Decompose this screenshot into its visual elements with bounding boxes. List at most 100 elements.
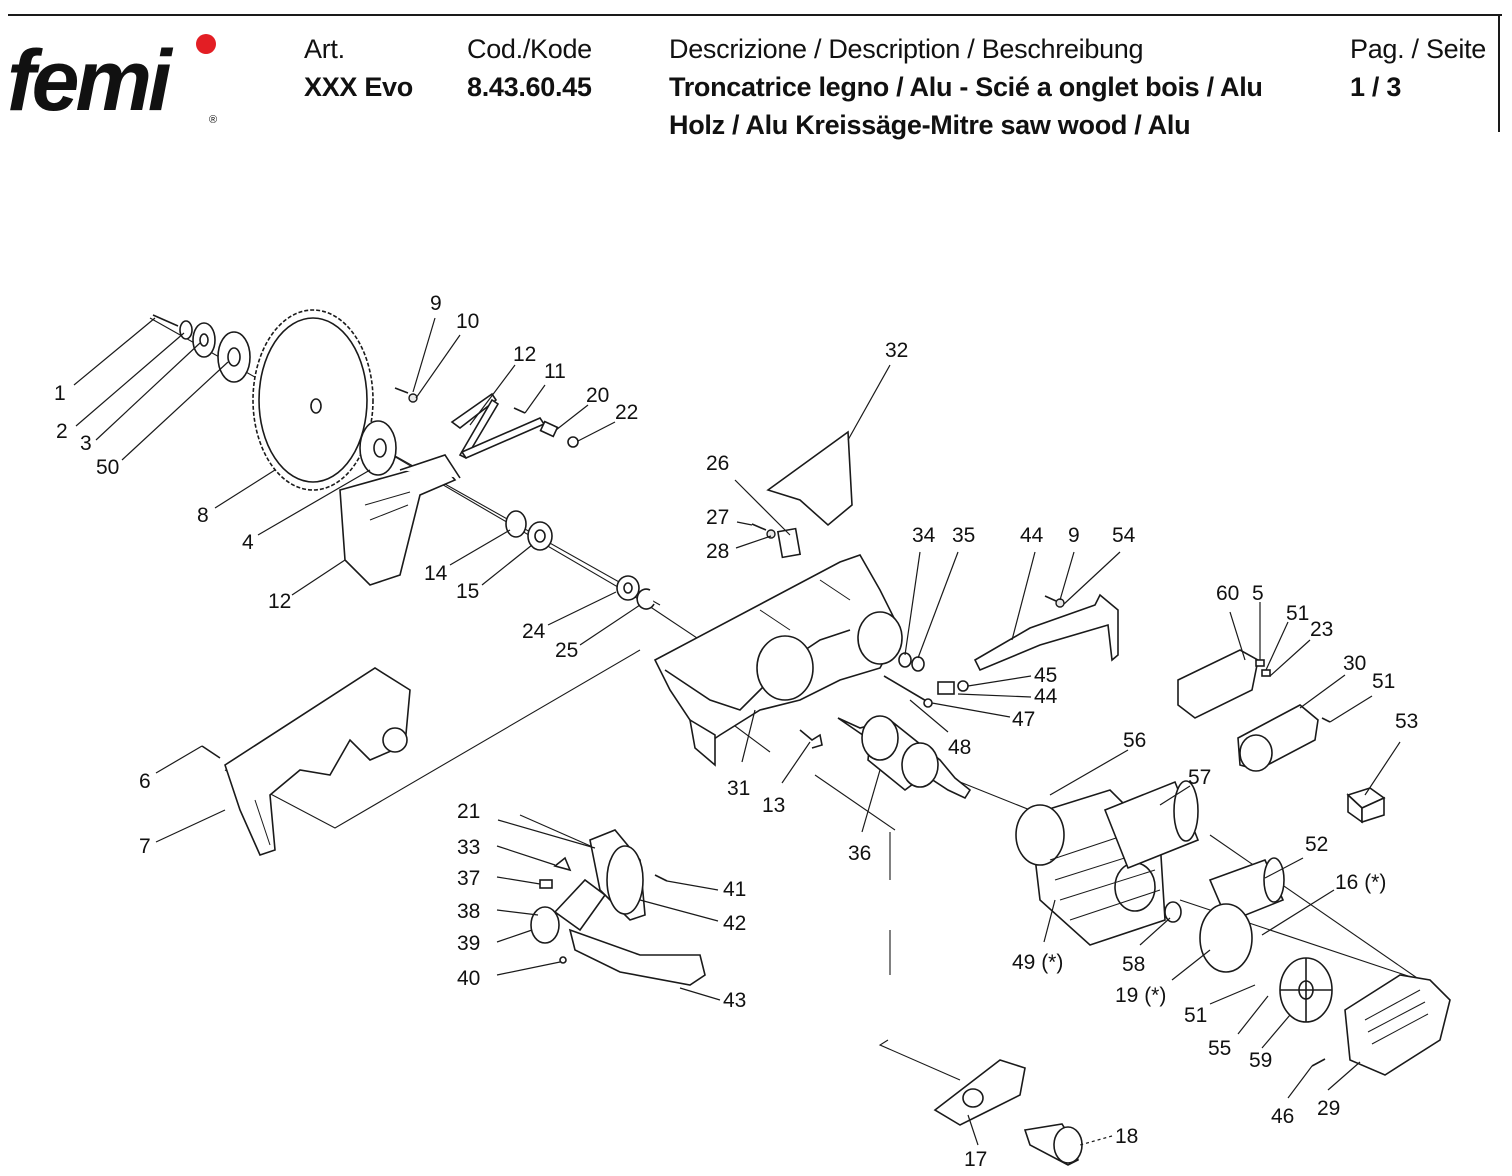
knob-handle <box>933 1059 1083 1166</box>
saw-arm-handle <box>201 667 411 856</box>
guard-link-assembly <box>394 387 579 460</box>
callout-24: 24 <box>522 620 546 643</box>
saw-blade <box>252 309 374 491</box>
callout-50: 50 <box>96 456 119 479</box>
callout-45: 45 <box>1034 664 1057 687</box>
capacitors <box>1103 780 1285 924</box>
callout-18: 18 <box>1115 1125 1138 1148</box>
callout-41: 41 <box>723 878 746 901</box>
washer-35 <box>911 656 925 672</box>
spindle-lock-pin <box>883 675 969 708</box>
code-label: Cod./Kode <box>467 34 592 64</box>
small-bracket <box>751 523 802 559</box>
callout-49: 49 (*) <box>1012 951 1063 974</box>
callout-53: 53 <box>1395 710 1418 733</box>
bearing-58 <box>1164 901 1182 923</box>
cooling-fan <box>1279 957 1333 1023</box>
leader-lines <box>73 317 1401 1146</box>
armature <box>837 715 972 800</box>
callout-13: 13 <box>762 794 785 817</box>
callout-23: 23 <box>1310 618 1333 641</box>
trigger-handle-assembly <box>530 829 706 986</box>
callout-25: 25 <box>555 639 578 662</box>
callout-51-fan: 51 <box>1184 1004 1207 1027</box>
page-label: Pag. / Seite <box>1350 34 1486 64</box>
callout-1: 1 <box>54 382 66 405</box>
header-right-rule <box>1498 14 1500 132</box>
art-value: XXX Evo <box>304 72 413 102</box>
callout-37: 37 <box>457 867 480 890</box>
document-header: femi ® Art. XXX Evo Cod./Kode 8.43.60.45… <box>0 0 1512 140</box>
logo-wordmark: femi <box>7 33 174 128</box>
callout-29: 29 <box>1317 1097 1340 1120</box>
callout-51-holder: 51 <box>1286 602 1309 625</box>
callout-48: 48 <box>948 736 971 759</box>
callout-60: 60 <box>1216 582 1239 605</box>
callout-22: 22 <box>615 401 638 424</box>
callout-33: 33 <box>457 836 480 859</box>
callout-7: 7 <box>139 835 151 858</box>
description-line-1: Troncatrice legno / Alu - Scié a onglet … <box>669 72 1263 102</box>
callout-35: 35 <box>952 524 975 547</box>
callout-14: 14 <box>424 562 448 585</box>
registered-mark: ® <box>209 114 217 126</box>
spindle-washers <box>505 510 655 610</box>
femi-logo: femi ® <box>7 33 217 128</box>
logo-red-dot <box>196 34 216 54</box>
screw-13 <box>799 729 823 749</box>
callout-59: 59 <box>1249 1049 1272 1072</box>
callout-labels: 1 2 3 50 8 4 12 9 10 12 11 20 22 14 15 2… <box>54 292 1418 1171</box>
callout-5: 5 <box>1252 582 1264 605</box>
brush-holder-plate <box>1177 649 1271 719</box>
callout-16: 16 (*) <box>1335 871 1386 894</box>
callout-3: 3 <box>80 432 92 455</box>
screw-34 <box>898 652 912 668</box>
callout-56: 56 <box>1123 729 1146 752</box>
upper-guard-plate <box>766 430 853 527</box>
callout-28: 28 <box>706 540 729 563</box>
callout-30: 30 <box>1343 652 1366 675</box>
callout-51-cover: 51 <box>1372 670 1395 693</box>
callout-26: 26 <box>706 452 729 475</box>
callout-42: 42 <box>723 912 746 935</box>
callout-32: 32 <box>885 339 908 362</box>
callout-40: 40 <box>457 967 480 990</box>
code-value: 8.43.60.45 <box>467 72 592 102</box>
switch <box>1346 787 1386 824</box>
callout-57: 57 <box>1188 766 1211 789</box>
callout-47: 47 <box>1012 708 1035 731</box>
callout-46: 46 <box>1271 1105 1294 1128</box>
callout-44-spring: 44 <box>1034 685 1058 708</box>
callout-55: 55 <box>1208 1037 1231 1060</box>
description-line-2: Holz / Alu Kreissäge-Mitre saw wood / Al… <box>669 110 1191 140</box>
callout-4: 4 <box>242 531 254 554</box>
blade-guard <box>339 454 461 586</box>
callout-52: 52 <box>1305 833 1328 856</box>
callout-8: 8 <box>197 504 209 527</box>
callout-19: 19 (*) <box>1115 984 1166 1007</box>
callout-36: 36 <box>848 842 871 865</box>
main-housing <box>653 554 903 767</box>
callout-27: 27 <box>706 506 729 529</box>
callout-54: 54 <box>1112 524 1136 547</box>
callout-12-link: 12 <box>513 343 536 366</box>
callout-39: 39 <box>457 932 480 955</box>
description-label: Descrizione / Description / Beschreibung <box>669 34 1144 64</box>
blade-fasteners <box>152 314 251 383</box>
callout-2: 2 <box>56 420 68 443</box>
exploded-parts-diagram: 1 2 3 50 8 4 12 9 10 12 11 20 22 14 15 2… <box>54 292 1451 1171</box>
callout-10: 10 <box>456 310 479 333</box>
callout-9-lever: 9 <box>1068 524 1080 547</box>
callout-11: 11 <box>544 360 566 383</box>
callout-21: 21 <box>457 800 480 823</box>
callout-12-guard: 12 <box>268 590 291 613</box>
callout-15: 15 <box>456 580 479 603</box>
callout-31: 31 <box>727 777 750 800</box>
callout-17: 17 <box>964 1148 987 1171</box>
page-value: 1 / 3 <box>1350 72 1402 102</box>
header-top-rule <box>8 14 1502 16</box>
callout-43: 43 <box>723 989 746 1012</box>
lock-lever <box>973 593 1119 672</box>
callout-58: 58 <box>1122 953 1145 976</box>
art-label: Art. <box>304 34 345 64</box>
